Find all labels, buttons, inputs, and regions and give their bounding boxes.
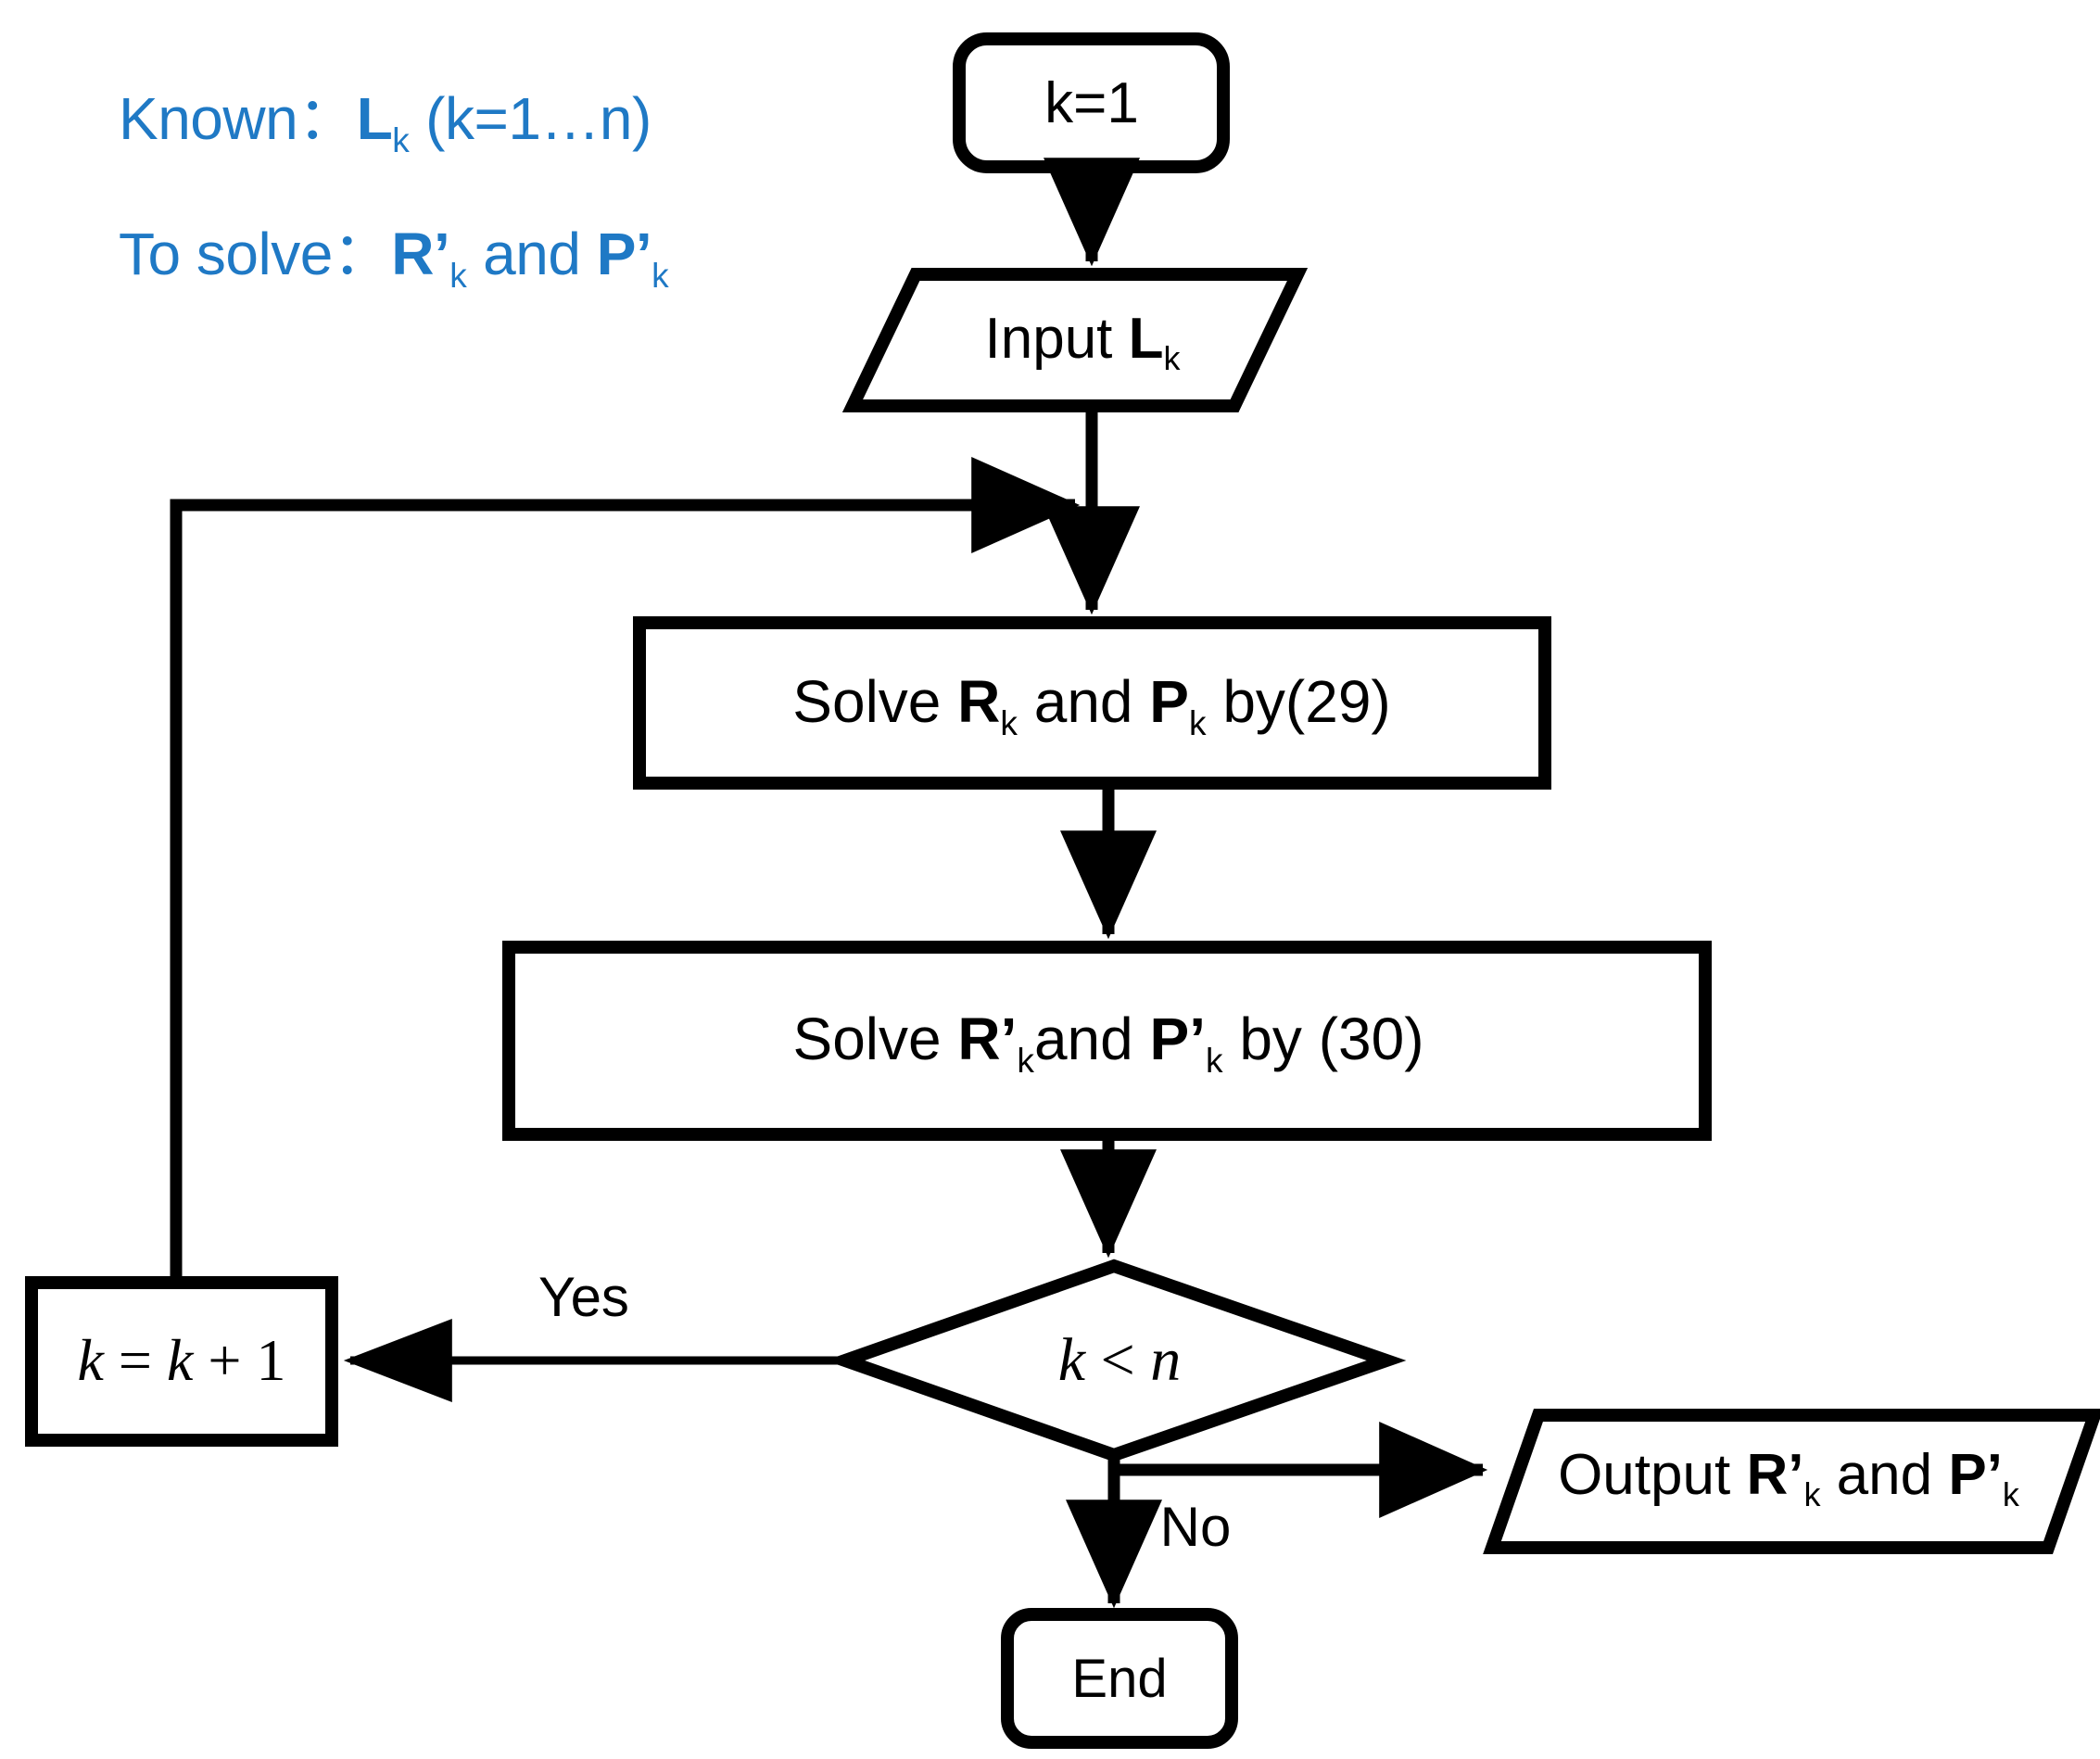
process-30-symbol-1: R’ bbox=[957, 1006, 1018, 1073]
process-29-node-label: Solve Rk and Pk by(29) bbox=[792, 672, 1390, 740]
decision-node-label: k < n bbox=[1058, 1330, 1182, 1391]
decision-operator: < bbox=[1085, 1326, 1151, 1394]
process-29-node-shape[interactable] bbox=[633, 616, 1551, 790]
legend-tosolve-line: To solve：R’k and P’k bbox=[119, 224, 669, 293]
end-node-label: End bbox=[1071, 1652, 1167, 1706]
output-node-conjunction: and bbox=[1820, 1442, 1949, 1507]
process-30-subscript-1: k bbox=[1017, 1040, 1034, 1080]
edge-increment-feedback-loop bbox=[170, 457, 1081, 1283]
legend-tosolve-subscript-2: k bbox=[652, 255, 669, 295]
edge-label-yes: Yes bbox=[538, 1266, 629, 1328]
increment-plus: + bbox=[193, 1327, 257, 1393]
legend-known-symbol: L bbox=[356, 85, 393, 152]
start-node-label: k=1 bbox=[1044, 75, 1139, 133]
legend-tosolve-symbol-2: P’ bbox=[596, 221, 652, 287]
input-node-prefix: Input bbox=[984, 306, 1129, 371]
input-node-subscript: k bbox=[1163, 339, 1181, 378]
legend-known-range: (k=1…n) bbox=[409, 85, 652, 152]
process-29-subscript-2: k bbox=[1188, 702, 1207, 742]
process-29-conjunction: and bbox=[1017, 668, 1150, 736]
process-30-node-label: Solve R’kand P’k by (30) bbox=[793, 1009, 1424, 1078]
process-29-symbol-1: R bbox=[957, 668, 1001, 736]
output-node-subscript-1: k bbox=[1803, 1475, 1821, 1514]
legend-known-line: Known：Lk (k=1…n) bbox=[119, 89, 652, 158]
process-29-suffix: by(29) bbox=[1206, 668, 1391, 736]
increment-equals: = bbox=[103, 1327, 167, 1393]
input-node-symbol: L bbox=[1128, 306, 1164, 371]
output-node-symbol-2: P’ bbox=[1948, 1442, 2003, 1507]
process-30-conjunction: and bbox=[1033, 1006, 1150, 1073]
output-node-symbol-1: R’ bbox=[1746, 1442, 1804, 1507]
decision-rhs: n bbox=[1150, 1326, 1182, 1394]
legend-tosolve-subscript-1: k bbox=[449, 255, 467, 295]
increment-node-label: k = k + 1 bbox=[78, 1331, 286, 1390]
output-node-subscript-2: k bbox=[2002, 1475, 2019, 1514]
process-29-symbol-2: P bbox=[1149, 668, 1189, 736]
output-node-prefix: Output bbox=[1558, 1442, 1747, 1507]
process-30-node-shape[interactable] bbox=[502, 941, 1712, 1141]
process-30-subscript-2: k bbox=[1205, 1040, 1223, 1080]
output-node-label: Output R’k and P’k bbox=[1558, 1446, 2019, 1514]
end-node-text: End bbox=[1071, 1649, 1168, 1709]
output-node-shape[interactable] bbox=[1483, 1409, 2100, 1554]
input-node-label: Input Lk bbox=[985, 310, 1181, 375]
legend-tosolve-label: To solve： bbox=[119, 221, 392, 287]
process-30-suffix: by (30) bbox=[1222, 1006, 1424, 1073]
increment-one: 1 bbox=[256, 1327, 286, 1393]
decision-lhs: k bbox=[1057, 1326, 1086, 1394]
end-node-shape[interactable] bbox=[1001, 1608, 1238, 1749]
process-29-subscript-1: k bbox=[1000, 702, 1018, 742]
process-30-prefix: Solve bbox=[792, 1006, 958, 1073]
increment-lhs: k bbox=[77, 1327, 104, 1393]
input-node-shape[interactable] bbox=[841, 268, 1309, 412]
process-29-prefix: Solve bbox=[792, 668, 958, 736]
increment-rhs: k bbox=[167, 1327, 194, 1393]
legend-tosolve-symbol-1: R’ bbox=[391, 221, 450, 287]
process-30-symbol-2: P’ bbox=[1149, 1006, 1206, 1073]
legend-known-label: Known： bbox=[119, 85, 357, 152]
legend-known-subscript: k bbox=[392, 120, 410, 159]
legend-tosolve-conjunction: and bbox=[466, 221, 597, 287]
edge-label-no: No bbox=[1159, 1496, 1232, 1558]
start-node-text: k=1 bbox=[1044, 71, 1139, 135]
